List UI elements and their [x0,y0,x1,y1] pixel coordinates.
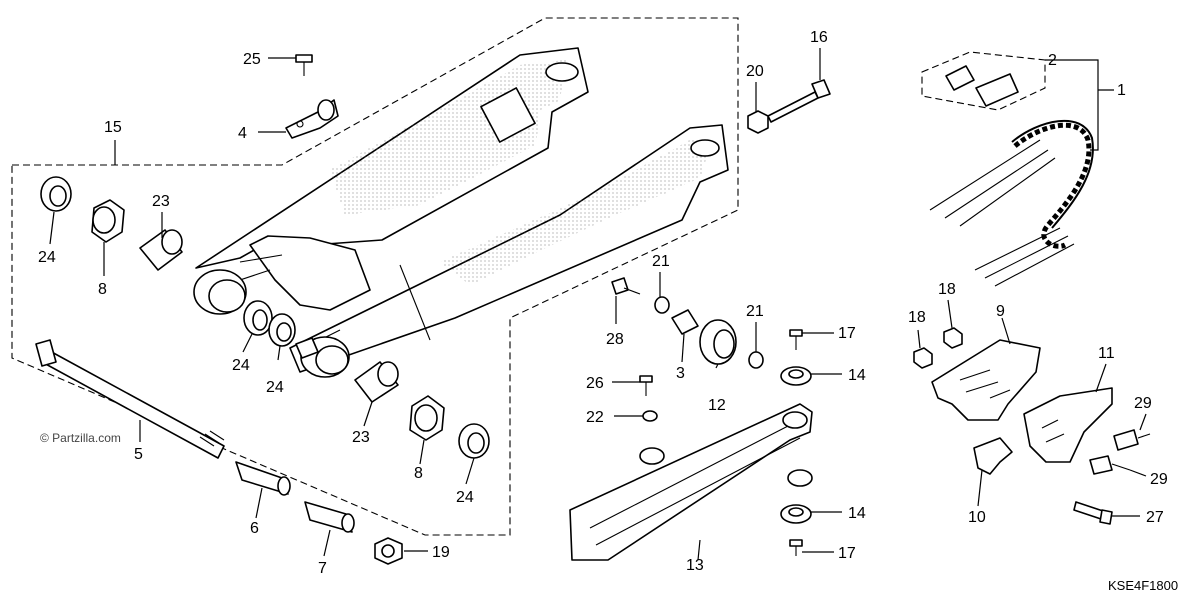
callout-4[interactable]: 4 [238,125,247,142]
dust-seal-24-mid-b[interactable] [268,313,296,347]
callout-29a[interactable]: 29 [1134,395,1152,412]
callout-11[interactable]: 11 [1098,345,1115,362]
hose-clamp-4[interactable] [285,99,339,139]
callout-24a[interactable]: 24 [38,249,56,266]
callout-26[interactable]: 26 [586,375,604,392]
nut-18-a[interactable] [913,347,933,369]
callout-13[interactable]: 13 [686,557,704,574]
callout-25[interactable]: 25 [243,51,261,68]
collar-3[interactable] [671,309,699,335]
callout-5[interactable]: 5 [134,446,143,463]
bolt-16[interactable] [767,79,831,123]
chain-slider-13[interactable] [569,403,813,561]
washer-21-left[interactable] [654,296,670,314]
callout-23a[interactable]: 23 [152,193,170,210]
callout-15[interactable]: 15 [104,119,122,136]
swingarm-group-outline [11,17,739,536]
callout-8a[interactable]: 8 [98,281,107,298]
bolt-28[interactable] [611,277,641,295]
nut-18-b[interactable] [943,327,963,349]
callout-18a[interactable]: 18 [908,309,926,326]
callout-24b[interactable]: 24 [232,357,250,374]
washer-21-right[interactable] [748,351,764,369]
collar-8-top[interactable] [91,199,125,243]
screw-17-bottom[interactable] [789,539,803,556]
chain-guide-9[interactable] [931,339,1041,421]
callout-2[interactable]: 2 [1048,52,1057,69]
drive-chain-1[interactable] [1011,119,1094,249]
callout-18b[interactable]: 18 [938,281,956,298]
master-link-2[interactable] [945,65,1019,107]
callout-14b[interactable]: 14 [848,505,866,522]
callout-29b[interactable]: 29 [1150,471,1168,488]
callout-1[interactable]: 1 [1117,82,1126,99]
dust-seal-24-top-left[interactable] [40,176,72,212]
callout-3[interactable]: 3 [676,365,685,382]
bolt-25[interactable] [295,54,313,76]
callouts: 1 2 3 4 5 6 7 8 8 9 10 11 12 13 14 14 15… [38,29,1168,577]
swingarm[interactable] [193,47,729,378]
bolt-29-a[interactable] [1113,429,1151,451]
callout-17b[interactable]: 17 [838,545,856,562]
callout-23b[interactable]: 23 [352,429,370,446]
bolt-29-b[interactable] [1089,455,1131,475]
rubber-14-bottom[interactable] [780,504,812,524]
callout-6[interactable]: 6 [250,520,259,537]
callout-21b[interactable]: 21 [746,303,764,320]
screw-26[interactable] [639,375,653,396]
screw-17-top[interactable] [789,329,803,350]
callout-20[interactable]: 20 [746,63,764,80]
callout-19[interactable]: 19 [432,544,450,561]
callout-9[interactable]: 9 [996,303,1005,320]
bolt-27[interactable] [1073,501,1113,525]
watermark: © Partzilla.com [40,431,121,445]
needle-bearing-23-top[interactable] [139,229,183,271]
callout-8b[interactable]: 8 [414,465,423,482]
leader-lines [49,48,1147,561]
callout-14a[interactable]: 14 [848,367,866,384]
collar-6[interactable] [235,461,291,496]
callout-17a[interactable]: 17 [838,325,856,342]
callout-22[interactable]: 22 [586,409,604,426]
nut-22[interactable] [642,410,658,422]
guide-bracket-10[interactable] [973,437,1013,475]
callout-28[interactable]: 28 [606,331,624,348]
callout-24d[interactable]: 24 [456,489,474,506]
guide-plate-11[interactable] [1023,387,1113,463]
collar-7[interactable] [304,501,355,533]
diagram-code: KSE4F1800 [1108,578,1178,593]
callout-12[interactable]: 12 [708,397,726,414]
needle-bearing-23-bottom[interactable] [354,361,399,403]
pivot-nut-19[interactable] [374,537,403,565]
collar-8-bottom[interactable] [409,395,445,441]
callout-16[interactable]: 16 [810,29,828,46]
dust-seal-24-bottom-right[interactable] [458,423,490,459]
callout-10[interactable]: 10 [968,509,986,526]
callout-7[interactable]: 7 [318,560,327,577]
callout-24c[interactable]: 24 [266,379,284,396]
nut-20[interactable] [747,110,769,134]
callout-21a[interactable]: 21 [652,253,670,270]
dust-seal-24-mid-a[interactable] [243,300,273,336]
rubber-14-top[interactable] [780,366,812,386]
chain-roller-12[interactable] [699,319,737,365]
callout-27[interactable]: 27 [1146,509,1164,526]
pivot-bolt-5[interactable] [35,339,225,459]
